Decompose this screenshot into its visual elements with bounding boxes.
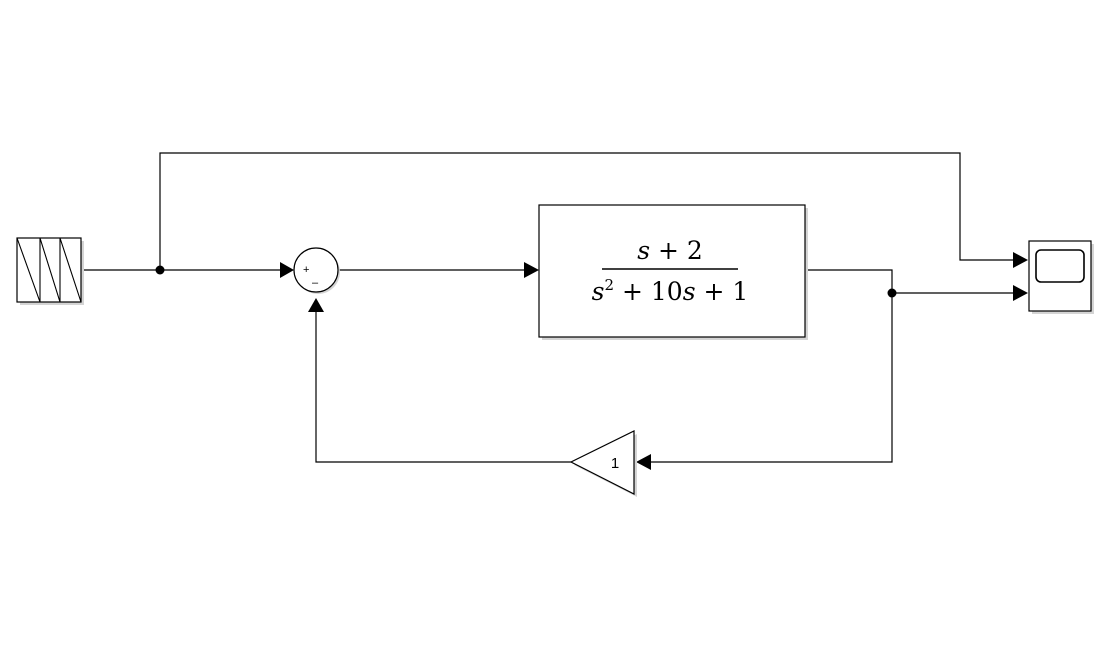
arrowhead-gain-input [636,454,651,470]
gain-value: 1 [611,455,619,472]
repeating-sequence-block[interactable] [16,237,84,305]
sawtooth-icon [16,237,82,303]
arrowhead-scope-input-1 [1013,252,1028,268]
sum-sign-plus: + [303,264,309,276]
arrowhead-scope-input-2 [1013,285,1028,301]
sum-block[interactable]: + – [293,247,340,294]
scope-screen-icon [1035,249,1085,283]
transfer-fcn-denominator: s2 + 10s + 1 [592,276,749,306]
arrowhead-sum-input-2 [308,298,324,312]
wire-branch-to-gain [650,293,893,463]
arrowhead-transfer-fcn-input [524,262,539,278]
sum-sign-minus: – [312,277,319,289]
gain-block[interactable]: 1 [569,430,637,497]
scope-block[interactable] [1028,240,1094,314]
wire-gain-to-sum [315,312,571,463]
branch-point-input [155,265,165,275]
wire-branch-to-scope-input-1 [159,152,1014,270]
arrowhead-sum-input-1 [280,262,294,278]
wire-transfer-fcn-to-branch [806,269,893,293]
branch-point-output [887,288,897,298]
transfer-fcn-numerator: s + 2 [637,236,703,265]
transfer-fcn-block[interactable]: s + 2 s2 + 10s + 1 [538,204,808,340]
